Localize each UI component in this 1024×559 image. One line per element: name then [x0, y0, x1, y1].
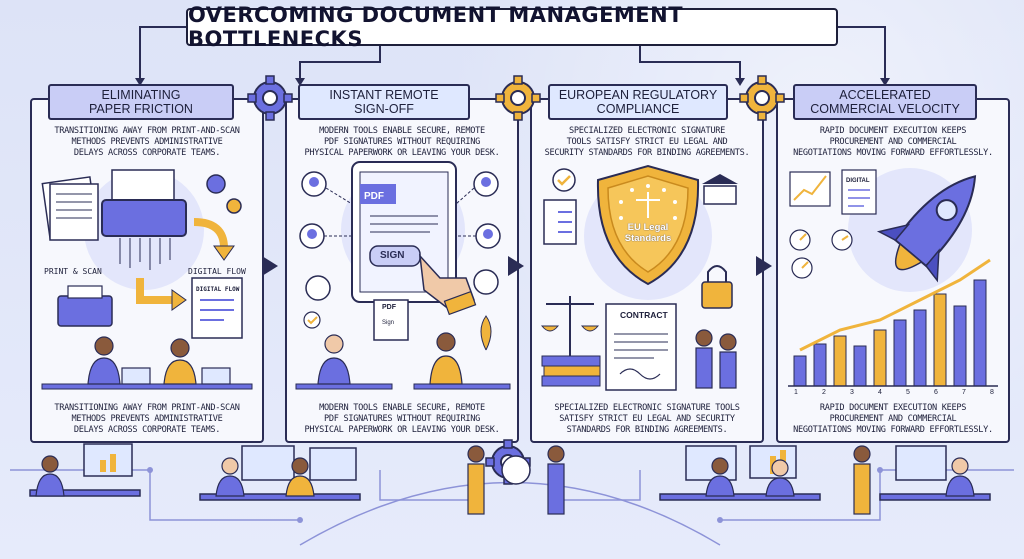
gear-icon [247, 75, 293, 121]
bar-chart-axis: 1 2 3 4 5 6 7 8 [794, 389, 994, 396]
paper-to-digital-illustration [41, 169, 253, 390]
panel-3-intro: SPECIALIZED ELECTRONIC SIGNATURE TOOLS S… [544, 126, 750, 158]
flow-arrow-2 [508, 256, 524, 276]
shield-label: EU Legal Standards [620, 222, 676, 244]
panel-4-intro: RAPID DOCUMENT EXECUTION KEEPS PROCUREME… [793, 126, 993, 158]
panel-2-heading: INSTANT REMOTE SIGN-OFF [298, 84, 470, 120]
axis-tick: 8 [990, 389, 994, 396]
shield-label-line-1: EU Legal [627, 222, 669, 233]
contract-label: CONTRACT [620, 310, 668, 320]
gear-icon [495, 75, 541, 121]
axis-tick: 5 [906, 389, 910, 396]
gear-icon [739, 75, 785, 121]
sign-button-label: SIGN [380, 250, 405, 261]
eu-compliance-illustration [540, 164, 738, 391]
digital-flow-label: DIGITAL FLOW [188, 267, 246, 276]
panel-2-outro: MODERN TOOLS ENABLE SECURE, REMOTE PDF S… [304, 403, 500, 435]
panel-3-outro: SPECIALIZED ELECTRONIC SIGNATURE TOOLS S… [554, 403, 740, 435]
flow-arrow-3 [756, 256, 772, 276]
remote-signing-illustration [295, 161, 511, 390]
axis-tick: 7 [962, 389, 966, 396]
panel-1-intro: TRANSITIONING AWAY FROM PRINT-AND-SCAN M… [54, 126, 240, 158]
panel-1-heading: ELIMINATING PAPER FRICTION [48, 84, 234, 120]
axis-tick: 4 [878, 389, 882, 396]
print-scan-label: PRINT & SCAN [44, 267, 102, 276]
flow-arrow-1 [262, 256, 278, 276]
panel-1-outro: TRANSITIONING AWAY FROM PRINT-AND-SCAN M… [54, 403, 240, 435]
office-scene [29, 443, 991, 515]
axis-tick: 6 [934, 389, 938, 396]
small-pdf-label: PDF [382, 304, 396, 311]
tablet-pdf-label: PDF [364, 191, 384, 202]
panel-3-heading: EUROPEAN REGULATORY COMPLIANCE [548, 84, 728, 120]
axis-tick: 2 [822, 389, 826, 396]
shield-label-line-2: Standards [624, 233, 672, 244]
velocity-doc-label: DIGITAL [846, 178, 870, 184]
panel-4-heading: ACCELERATED COMMERCIAL VELOCITY [793, 84, 977, 120]
panel-4-outro: RAPID DOCUMENT EXECUTION KEEPS PROCUREME… [793, 403, 993, 435]
page-title: OVERCOMING DOCUMENT MANAGEMENT BOTTLENEC… [186, 3, 838, 51]
panel-2-intro: MODERN TOOLS ENABLE SECURE, REMOTE PDF S… [304, 126, 500, 158]
digital-flow-doc-label: DIGITAL FLOW [196, 286, 240, 293]
axis-tick: 1 [794, 389, 798, 396]
small-sign-label: Sign [382, 320, 395, 326]
velocity-illustration [788, 168, 998, 387]
axis-tick: 3 [850, 389, 854, 396]
